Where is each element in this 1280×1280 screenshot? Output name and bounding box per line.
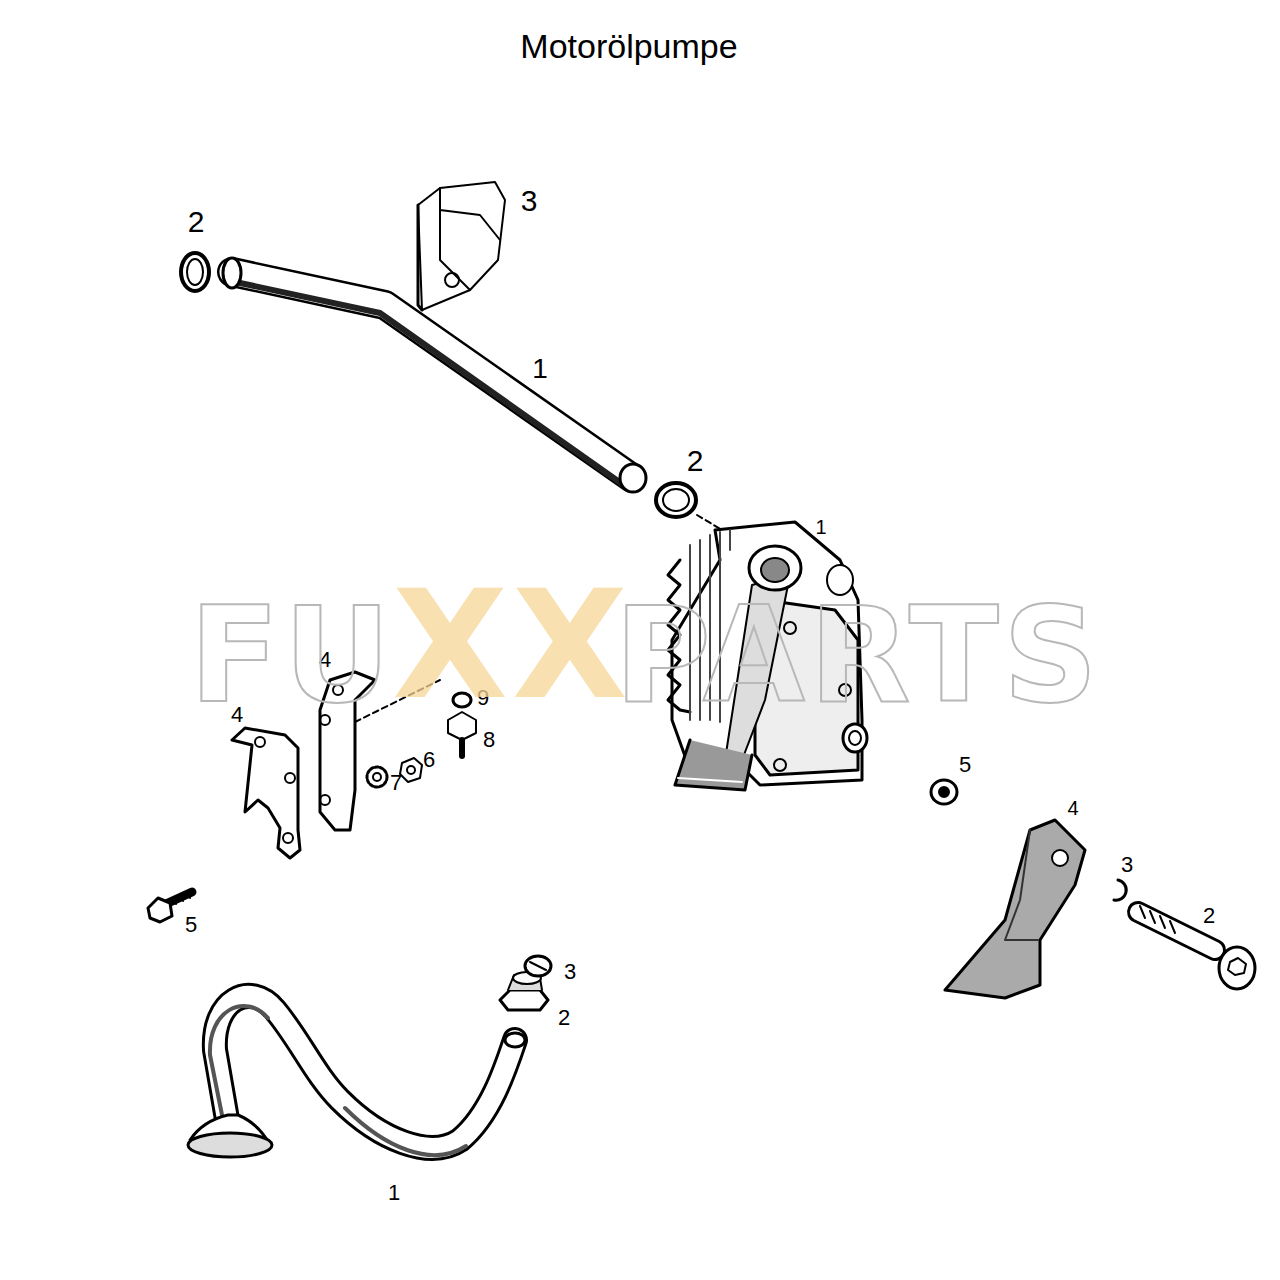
diagram-title: Motorölpumpe — [520, 29, 737, 63]
callout-number: 1 — [815, 517, 826, 537]
callout-number: 1 — [532, 355, 548, 383]
watermark: FU — [189, 589, 394, 721]
callout-number: 3 — [564, 961, 576, 983]
callout-number: 7 — [390, 772, 402, 794]
watermark: XX — [392, 570, 631, 720]
callout-number: 8 — [483, 729, 495, 751]
callout-number: 2 — [687, 446, 704, 476]
callout-number: 2 — [1203, 905, 1215, 927]
callout-number: 3 — [521, 186, 538, 216]
callout-number: 5 — [185, 914, 197, 936]
callout-number: 6 — [423, 749, 435, 771]
callout-number: 2 — [188, 207, 205, 237]
watermark: PARTS — [614, 589, 1102, 721]
callout-number: 4 — [1067, 798, 1078, 818]
callout-number: 5 — [959, 754, 971, 776]
callout-number: 2 — [558, 1007, 570, 1029]
callout-number: 1 — [388, 1182, 400, 1204]
callout-number: 3 — [1121, 854, 1133, 876]
